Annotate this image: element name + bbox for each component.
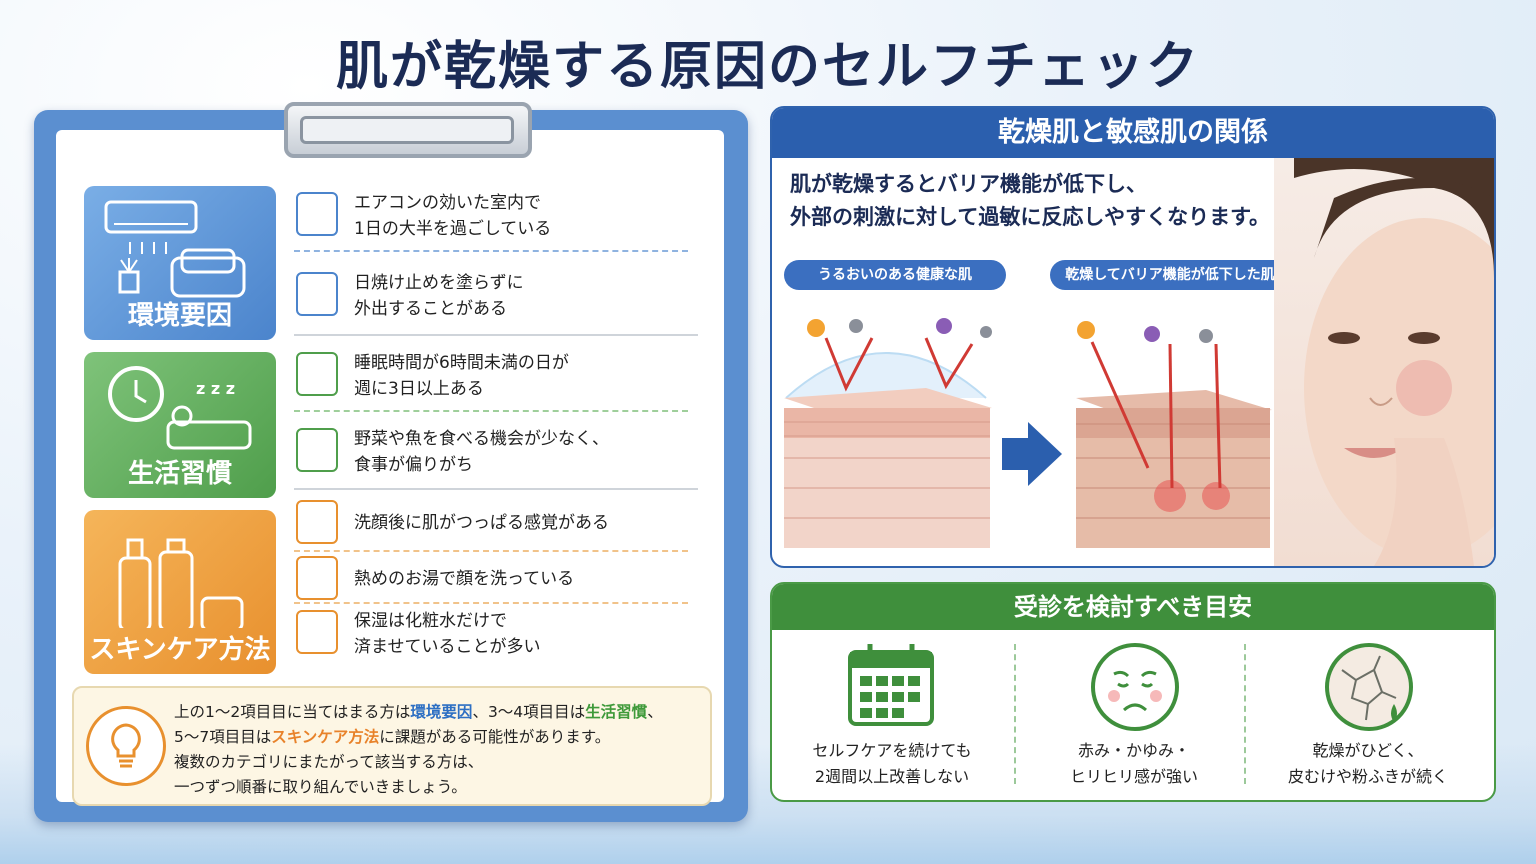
checklist-item[interactable]: 睡眠時間が6時間未満の日が 週に3日以上ある	[294, 342, 698, 404]
healthy-skin-label: うるおいのある健康な肌	[784, 260, 1006, 290]
divider	[294, 488, 698, 490]
checkbox[interactable]	[296, 352, 338, 396]
checklist-item[interactable]: 保湿は化粧水だけで 済ませていることが多い	[294, 600, 698, 662]
checkbox[interactable]	[296, 272, 338, 316]
checklist-paper: 環境要因 z z z 生活習慣	[56, 130, 724, 806]
checklist-item[interactable]: 日焼け止めを塗らずに 外出することがある	[294, 262, 698, 324]
woman-face-photo	[1274, 158, 1494, 566]
sad-face-icon	[1088, 640, 1182, 738]
divider	[294, 250, 688, 252]
divider	[1014, 644, 1016, 784]
svg-text:z z z: z z z	[196, 379, 235, 398]
criterion-item: セルフケアを続けても 2週間以上改善しない	[772, 630, 1012, 800]
checklist-clipboard: 環境要因 z z z 生活習慣	[34, 102, 748, 822]
checklist-item[interactable]: 野菜や魚を食べる機会が少なく、 食事が偏りがち	[294, 418, 698, 480]
category-skincare: スキンケア方法	[84, 510, 276, 674]
item-text: 睡眠時間が6時間未満の日が 週に3日以上ある	[354, 353, 569, 399]
air-conditioner-icon	[84, 194, 276, 304]
relation-panel: 乾燥肌と敏感肌の関係 肌が乾燥するとバリア機能が低下し、 外部の刺激に対して過敏…	[770, 106, 1496, 568]
clipboard-clip	[284, 102, 532, 158]
divider	[294, 410, 688, 412]
criteria-header: 受診を検討すべき目安	[772, 584, 1494, 630]
checklist-item[interactable]: 洗顔後に肌がつっぱる感覚がある	[294, 490, 698, 552]
criterion-text: 乾燥がひどく、 皮むけや粉ふきが続く	[1287, 741, 1448, 786]
calendar-icon	[846, 640, 936, 734]
criterion-item: 乾燥がひどく、 皮むけや粉ふきが続く	[1248, 630, 1488, 800]
cracked-skin-icon	[1322, 640, 1416, 738]
item-text: 洗顔後に肌がつっぱる感覚がある	[354, 513, 609, 533]
page-title: 肌が乾燥する原因のセルフチェック	[335, 37, 1200, 97]
skin-diagram	[784, 318, 1272, 548]
advice-note: 上の1～2項目目に当てはまる方は環境要因、3～4項目目は生活習慣、 5～7項目目…	[72, 686, 712, 806]
divider	[294, 602, 688, 604]
lightbulb-icon	[86, 706, 166, 786]
divider	[1244, 644, 1246, 784]
checkbox[interactable]	[296, 500, 338, 544]
relation-header: 乾燥肌と敏感肌の関係	[772, 108, 1494, 158]
item-text: 熱めのお湯で顔を洗っている	[354, 569, 575, 589]
criteria-panel: 受診を検討すべき目安 セルフケアを続けても 2週間以上改善しない	[770, 582, 1496, 802]
category-label: スキンケア方法	[89, 635, 271, 665]
dry-skin-label: 乾燥してバリア機能が低下した肌	[1050, 260, 1290, 290]
checkbox[interactable]	[296, 610, 338, 654]
category-label: 環境要因	[127, 301, 232, 331]
item-text: 日焼け止めを塗らずに 外出することがある	[354, 273, 524, 319]
criterion-item: 赤み・かゆみ・ ヒリヒリ感が強い	[1014, 630, 1254, 800]
criterion-text: 赤み・かゆみ・ ヒリヒリ感が強い	[1069, 741, 1198, 786]
category-lifestyle: z z z 生活習慣	[84, 352, 276, 498]
checklist-item[interactable]: 熱めのお湯で顔を洗っている	[294, 546, 698, 608]
criterion-text: セルフケアを続けても 2週間以上改善しない	[812, 741, 972, 786]
item-text: 野菜や魚を食べる機会が少なく、 食事が偏りがち	[354, 429, 609, 475]
clock-sleep-icon: z z z	[84, 360, 276, 470]
checkbox[interactable]	[296, 428, 338, 472]
checkbox[interactable]	[296, 556, 338, 600]
item-text: エアコンの効いた室内で 1日の大半を過ごしている	[354, 193, 552, 239]
item-text: 保湿は化粧水だけで 済ませていることが多い	[354, 611, 541, 657]
divider	[294, 550, 688, 552]
category-label: 生活習慣	[127, 459, 232, 489]
cosmetic-bottles-icon	[84, 518, 276, 632]
note-text: 上の1～2項目目に当てはまる方は環境要因、3～4項目目は生活習慣、 5～7項目目…	[174, 703, 663, 796]
category-environment: 環境要因	[84, 186, 276, 340]
checkbox[interactable]	[296, 192, 338, 236]
relation-description: 肌が乾燥するとバリア機能が低下し、 外部の刺激に対して過敏に反応しやすくなります…	[790, 172, 1271, 229]
divider	[294, 334, 698, 336]
checklist-item[interactable]: エアコンの効いた室内で 1日の大半を過ごしている	[294, 182, 698, 244]
